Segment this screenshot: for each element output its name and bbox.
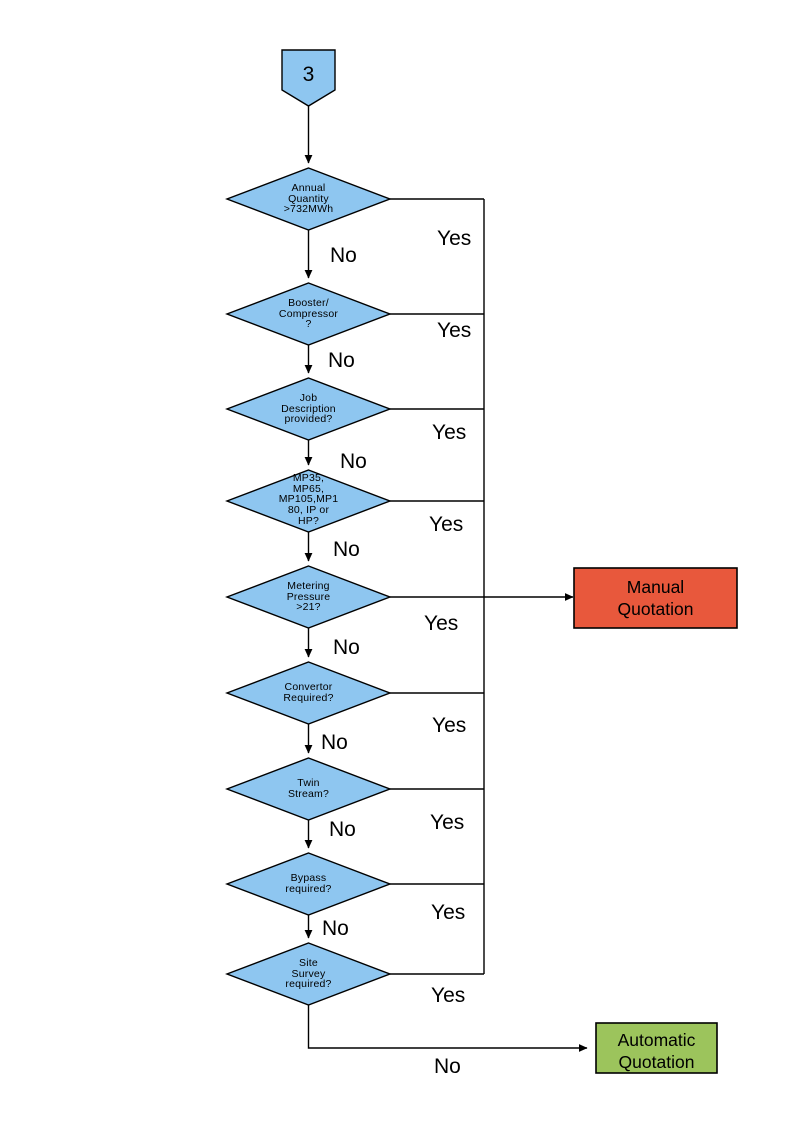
decision-shape-annual-quantity[interactable]: [225, 167, 392, 231]
decision-shape-pressure-tier[interactable]: [225, 469, 392, 533]
decision-shape-site-survey[interactable]: [225, 942, 392, 1006]
decision-shape-convertor[interactable]: [225, 661, 392, 725]
connector-shape-3[interactable]: [281, 49, 336, 107]
decision-shape-bypass[interactable]: [225, 852, 392, 916]
decision-shape-job-description[interactable]: [225, 377, 392, 441]
decision-shape-booster-compressor[interactable]: [225, 282, 392, 346]
decision-shape-metering-pressure[interactable]: [225, 565, 392, 629]
terminal-shape-manual-quotation[interactable]: [573, 567, 738, 629]
edge-no-site-survey-to-automatic: [307, 1005, 588, 1052]
decision-shape-twin-stream[interactable]: [225, 757, 392, 821]
terminal-shape-automatic-quotation[interactable]: [595, 1022, 718, 1074]
